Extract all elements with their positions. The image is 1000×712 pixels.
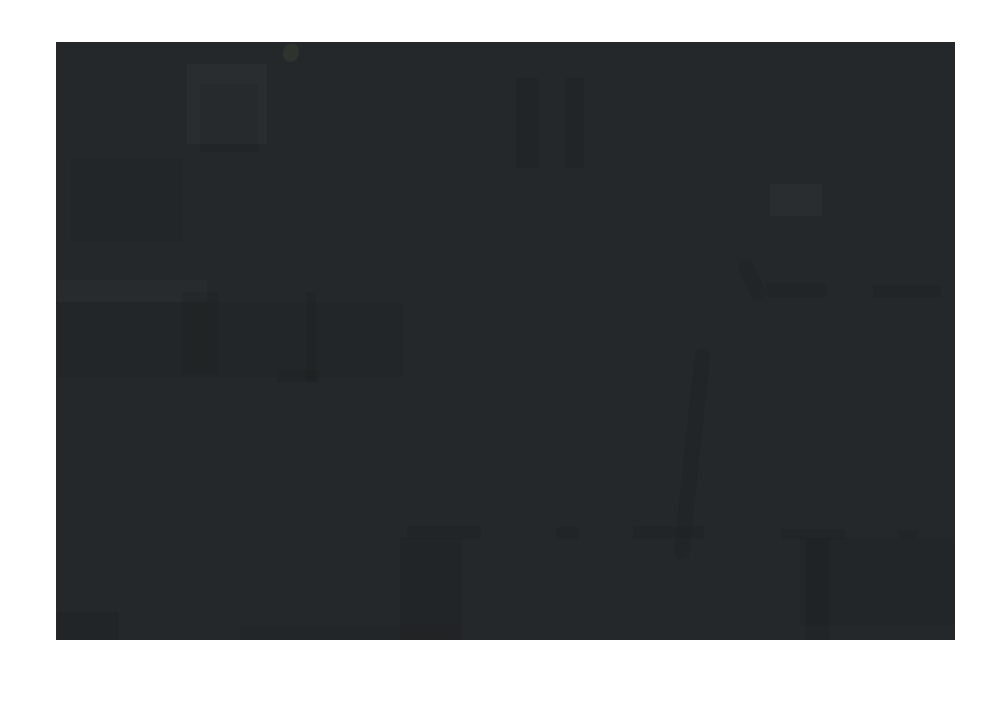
ghost-patch [306,292,316,382]
ghost-patch [556,527,578,539]
dark-screen[interactable] [56,42,955,640]
ghost-patch [566,78,584,168]
ghost-patch [57,280,207,302]
ghost-stroke [672,347,712,561]
ghost-stroke [735,256,769,304]
ghost-patch [407,526,481,539]
ghost-patch [516,78,538,168]
ghost-patch [182,292,218,374]
ghost-patch [200,84,258,152]
ghost-patch [898,530,918,539]
ghost-patch [400,538,462,640]
screen-smudge [283,44,299,62]
ghost-patch [187,64,267,144]
ghost-patch [277,370,319,382]
ghost-patch [770,184,822,216]
ghost-patch [806,538,830,640]
ghost-patch [70,158,183,242]
ghost-patch [766,283,826,297]
ghost-patch [57,302,403,378]
ghost-patch [873,285,941,297]
ghost-patch [782,529,845,539]
ghost-patch [800,538,955,626]
ghost-patch [240,625,460,640]
ghost-patch [57,612,119,640]
ghost-patch [633,526,704,539]
